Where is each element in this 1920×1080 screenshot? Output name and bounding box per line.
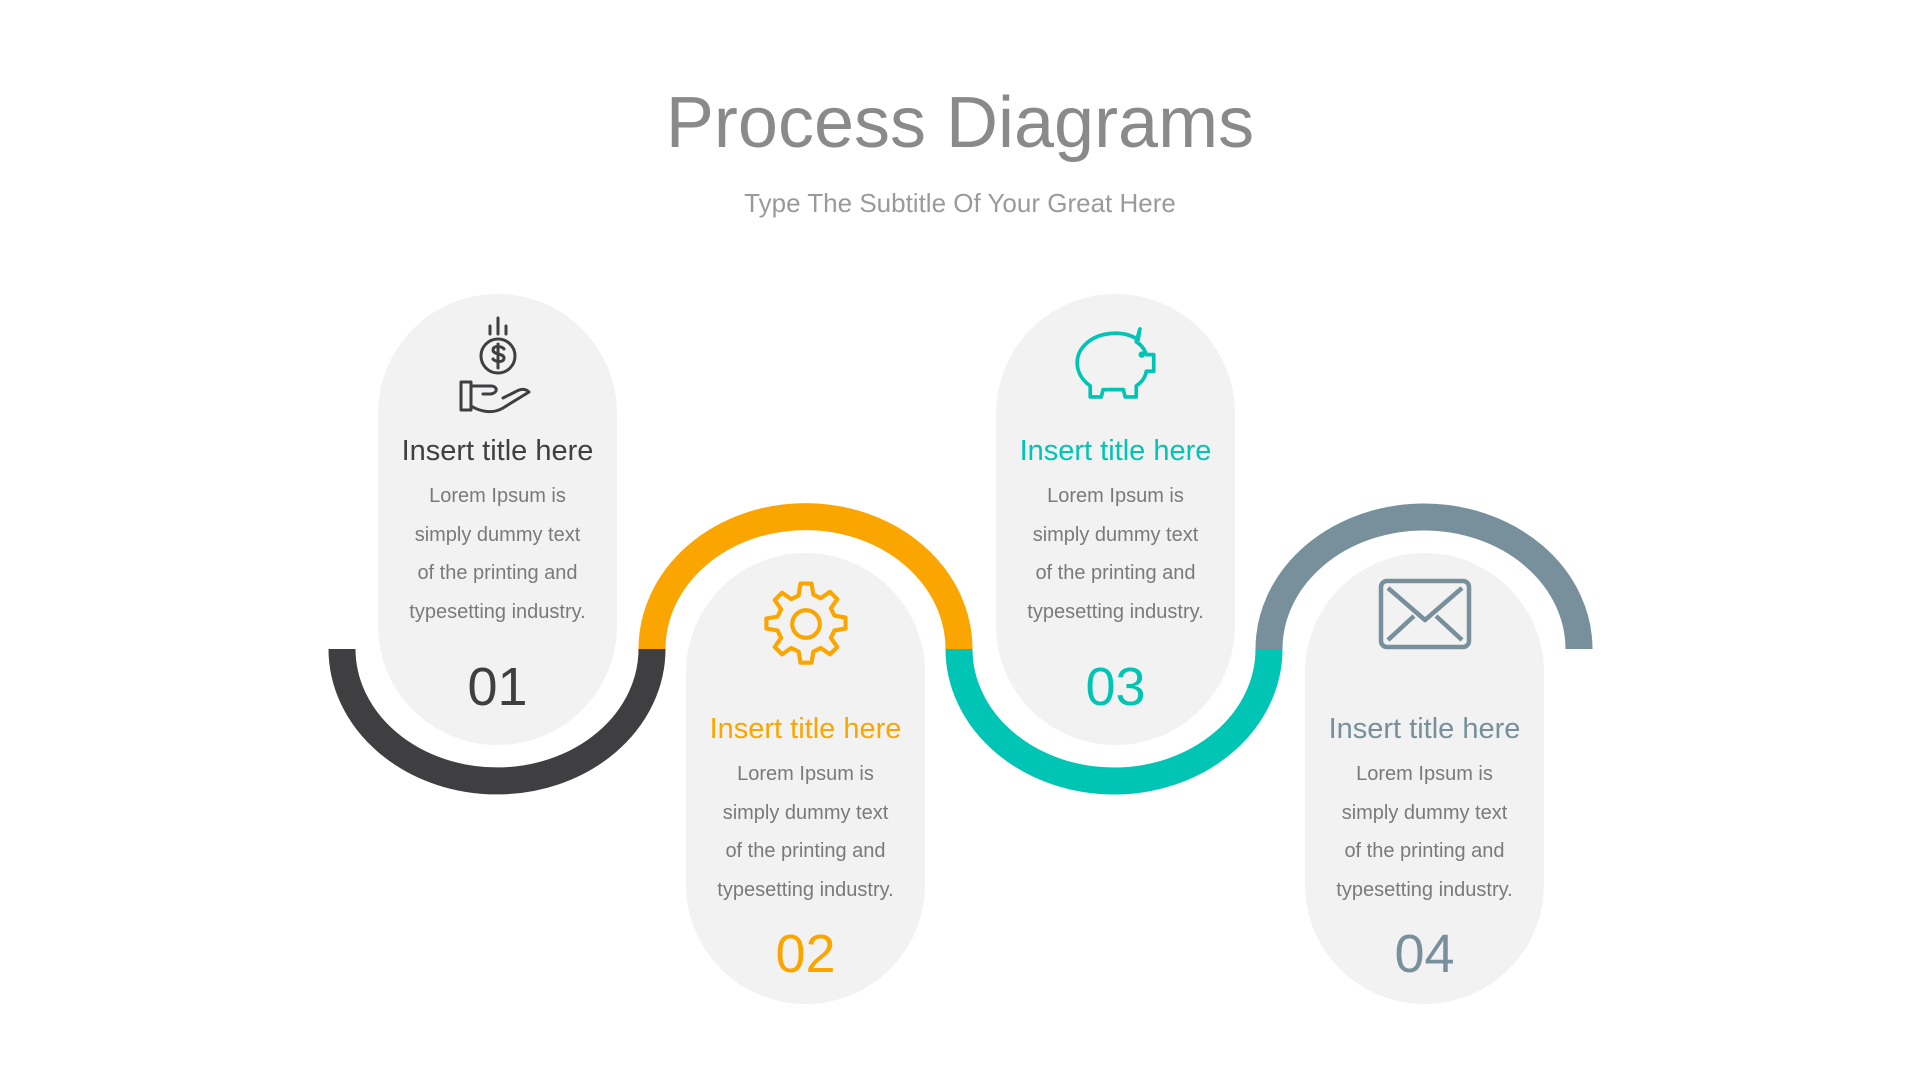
money-hand-icon bbox=[378, 316, 617, 416]
wave-segment-3 bbox=[945, 648, 1283, 795]
piggy-bank-icon bbox=[996, 316, 1235, 408]
step-number: 04 bbox=[1394, 924, 1455, 984]
wave-segment-4 bbox=[1255, 503, 1593, 650]
step-title: Insert title here bbox=[401, 435, 594, 467]
step-title: Insert title here bbox=[709, 713, 902, 745]
step-number: 02 bbox=[775, 924, 836, 984]
wave-segment-2 bbox=[638, 503, 973, 650]
page-title: Process Diagrams bbox=[665, 83, 1255, 163]
step-number: 03 bbox=[1085, 657, 1146, 717]
envelope-icon bbox=[1305, 578, 1544, 650]
page-subtitle: Type The Subtitle Of Your Great Here bbox=[744, 188, 1176, 218]
step-title: Insert title here bbox=[1019, 435, 1212, 467]
step-title: Insert title here bbox=[1328, 713, 1521, 745]
wave-segment-1 bbox=[328, 648, 666, 795]
gear-icon bbox=[686, 578, 925, 670]
step-number: 01 bbox=[467, 657, 528, 717]
